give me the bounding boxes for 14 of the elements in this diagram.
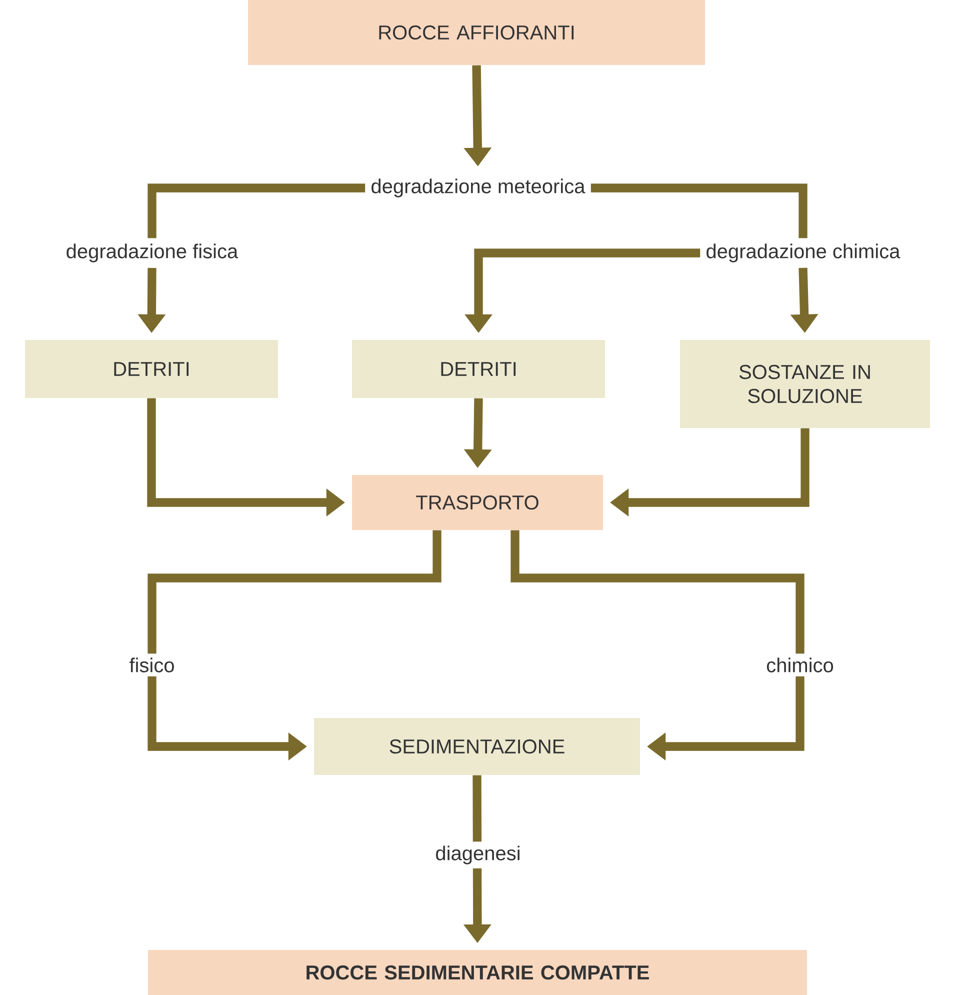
process-box: TRASPORTO xyxy=(352,475,603,530)
arrow xyxy=(510,530,804,760)
branch-label: degradazione chimica xyxy=(706,244,900,262)
edge-label: diagenesi xyxy=(431,842,525,868)
edge-label: chimico xyxy=(762,654,838,676)
process-box: SOSTANZE IN SOLUZIONE xyxy=(680,340,930,428)
process-box: ROCCE SEDIMENTARIE COMPATTE xyxy=(148,950,807,995)
process-box: DETRITI xyxy=(352,340,606,398)
process-box: ROCCE AFFIORANTI xyxy=(248,0,706,65)
process-box: DETRITI xyxy=(25,340,278,398)
branch-label: degradazione meteorica xyxy=(372,178,586,198)
edge-label: fisico xyxy=(125,654,179,676)
branch-label: degradazione fisica xyxy=(66,244,238,262)
process-box: SEDIMENTAZIONE xyxy=(314,718,640,776)
